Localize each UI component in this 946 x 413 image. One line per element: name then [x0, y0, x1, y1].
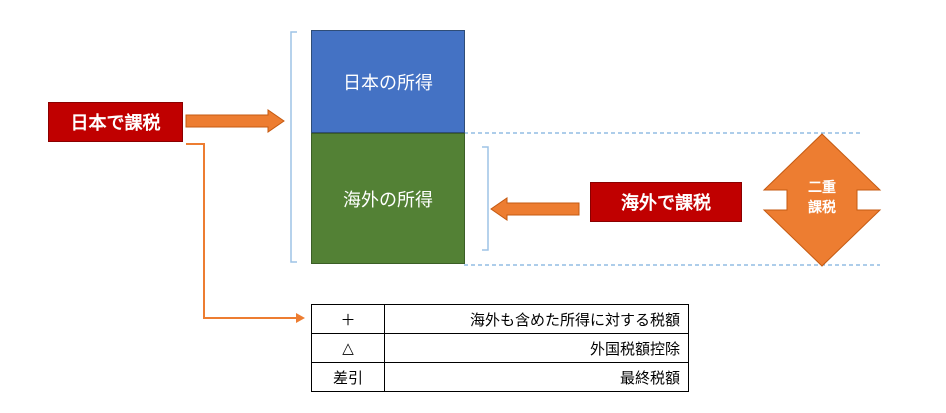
row-operator: △: [311, 333, 385, 363]
japan-tax-connector: [186, 143, 296, 319]
double-tax-line1: 二重: [808, 180, 836, 196]
double-tax-line2: 課税: [808, 200, 836, 216]
japan-tax-arrow: [185, 109, 285, 133]
foreign-tax-text: 海外で課税: [621, 193, 711, 214]
double-tax-arrow-shape: [762, 133, 882, 267]
japan-tax-text: 日本で課税: [70, 113, 161, 134]
foreign-tax-label: 海外で課税: [590, 182, 742, 222]
foreign-income-label: 海外の所得: [343, 189, 433, 211]
tax-calculation-table: ＋ 海外も含めた所得に対する税額 △ 外国税額控除 差引 最終税額: [311, 304, 689, 392]
japan-tax-label: 日本で課税: [48, 102, 183, 142]
table-row: 差引 最終税額: [311, 362, 689, 392]
double-tax-text: 二重 課税: [797, 178, 847, 218]
row-description: 最終税額: [384, 362, 689, 392]
foreign-income-block: 海外の所得: [311, 133, 465, 264]
foreign-income-bracket: [482, 146, 489, 251]
japan-income-label: 日本の所得: [343, 72, 433, 94]
japan-income-block: 日本の所得: [311, 30, 465, 133]
foreign-tax-arrow: [490, 197, 580, 221]
table-row: ＋ 海外も含めた所得に対する税額: [311, 304, 689, 334]
total-income-bracket: [290, 31, 297, 263]
row-description: 外国税額控除: [384, 333, 689, 363]
table-row: △ 外国税額控除: [311, 333, 689, 363]
row-operator: 差引: [311, 362, 385, 392]
connector-arrowhead: [296, 313, 305, 323]
row-description: 海外も含めた所得に対する税額: [384, 304, 689, 334]
row-operator: ＋: [311, 304, 385, 334]
